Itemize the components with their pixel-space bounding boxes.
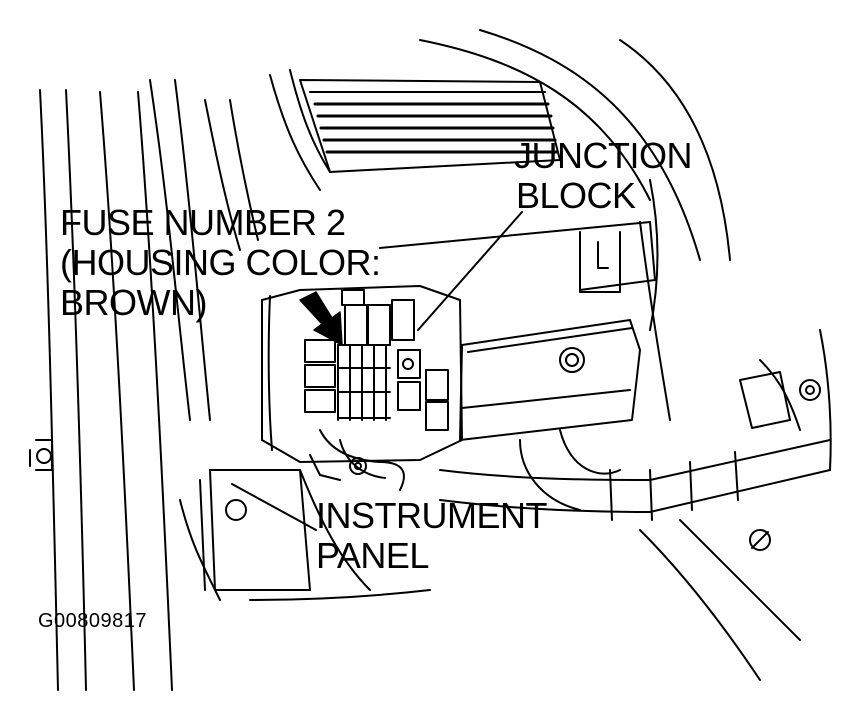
fuse-label-line1: FUSE NUMBER 2 (60, 202, 346, 243)
leader-lines (231, 211, 523, 531)
fuse-pointer-arrow (299, 291, 343, 346)
junction-block-label: JUNCTION BLOCK (514, 135, 693, 216)
fuse-label-line2: (HOUSING COLOR: (60, 242, 381, 283)
mounting-bracket (379, 221, 671, 421)
fuse-label-line3: BROWN) (60, 282, 207, 323)
fuse-label: FUSE NUMBER 2 (HOUSING COLOR: BROWN) (60, 203, 381, 323)
instrument-panel-label-line2: PANEL (316, 535, 429, 576)
lower-right-structure (639, 329, 832, 681)
instrument-panel-label-line1: INSTRUMENT (316, 495, 548, 536)
left-pillar-lines (39, 79, 259, 691)
figure-id: G00809817 (38, 610, 148, 632)
instrument-panel-lower (179, 469, 431, 601)
wire-harness-right (439, 359, 831, 521)
instrument-panel-label: INSTRUMENT PANEL (316, 495, 548, 576)
junction-block-label-line1: JUNCTION (514, 135, 693, 176)
air-vent (269, 69, 561, 191)
junction-block-label-line2: BLOCK (516, 175, 636, 216)
left-clip-icon (29, 439, 53, 471)
instrument-panel-leader (231, 483, 317, 531)
lower-cover-plate (459, 319, 641, 511)
junction-block-leader (417, 211, 523, 331)
